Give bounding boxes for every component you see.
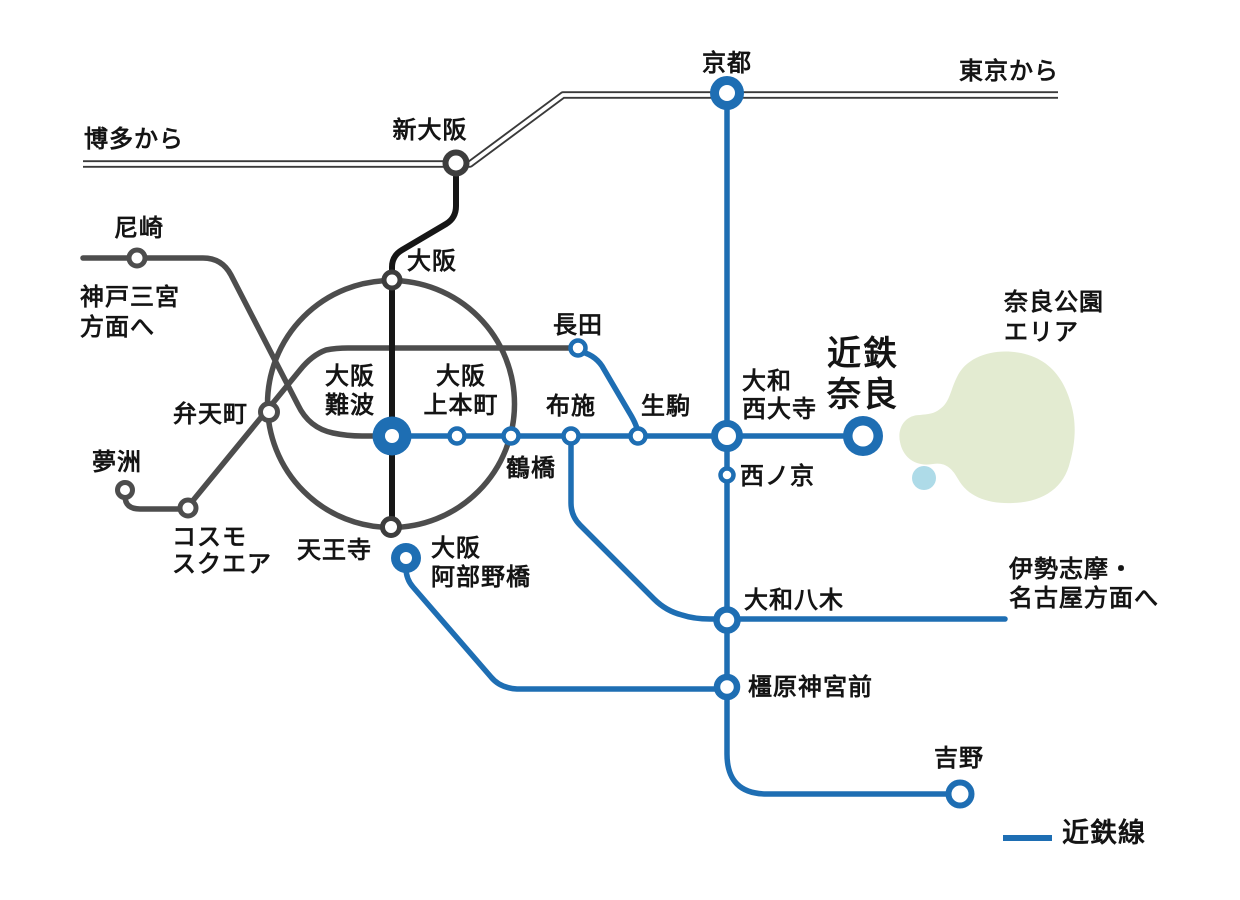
shinkansen-line	[83, 91, 1058, 168]
station-label-bentencho: 弁天町	[173, 400, 248, 428]
fuse-station-marker	[561, 426, 581, 446]
station-label-osaka: 大阪	[407, 247, 457, 275]
cosmosquare-station-marker	[177, 497, 199, 519]
legend-label-kintetsu-line: 近鉄線	[1062, 818, 1146, 849]
station-label-osaka-namba: 大阪 難波	[325, 362, 375, 419]
station-label-osaka-uehommachi: 大阪 上本町	[423, 362, 499, 419]
hanshin-namba-line	[80, 255, 393, 439]
nishinokyo-station-marker	[718, 466, 736, 484]
osaka-abenobashi-station-marker	[391, 543, 421, 573]
station-label-nishinokyo: 西ノ京	[740, 462, 815, 490]
station-label-kintetsu-nara: 近鉄 奈良	[827, 334, 899, 415]
kintetsu-kyoto-kashihara-yoshino-line	[724, 90, 963, 797]
osaka-station-marker	[381, 269, 403, 291]
station-label-cosmosquare: コスモ スクエア	[172, 523, 272, 578]
kintetsu-nara-station-marker	[843, 416, 883, 456]
kyoto-station-marker	[710, 76, 744, 110]
pond-shape	[912, 466, 936, 490]
direction-label-from-hakata: 博多から	[84, 125, 184, 153]
station-label-nagata: 長田	[553, 311, 603, 339]
osaka-namba-station-marker	[372, 416, 412, 456]
yamato-yagi-station-marker	[713, 606, 741, 634]
tennoji-station-marker	[380, 516, 402, 538]
jr-kyoto-line	[389, 173, 459, 530]
shin-osaka-station-marker	[442, 149, 470, 177]
station-label-tsuruhashi: 鶴橋	[506, 454, 556, 482]
station-label-yoshino: 吉野	[934, 744, 984, 772]
area-label-nara-park: 奈良公園 エリア	[1004, 288, 1104, 346]
station-label-fuse: 布施	[546, 392, 596, 420]
station-label-kyoto: 京都	[702, 49, 752, 77]
station-label-ikoma: 生駒	[641, 392, 691, 420]
station-label-yamato-saidaiji: 大和 西大寺	[742, 367, 817, 423]
metro-chuo-line	[122, 345, 581, 512]
nagata-station-marker	[568, 338, 588, 358]
station-label-tennoji: 天王寺	[297, 536, 372, 564]
bentencho-station-marker	[258, 401, 280, 423]
station-label-osaka-abenobashi: 大阪 阿部野橋	[431, 534, 531, 591]
kintetsu-osaka-line-fuse-branch	[568, 433, 730, 622]
station-label-kashihara-jingumae: 橿原神宮前	[748, 673, 873, 701]
station-label-amagasaki: 尼崎	[114, 214, 164, 242]
nara-park-area-shape	[899, 351, 1075, 504]
ikoma-station-marker	[628, 426, 648, 446]
station-label-yamato-yagi: 大和八木	[744, 586, 844, 614]
osaka-uehommachi-station-marker	[447, 426, 467, 446]
yoshino-station-marker	[945, 779, 975, 809]
direction-label-from-tokyo: 東京から	[959, 57, 1059, 85]
kashihara-jingumae-station-marker	[713, 673, 741, 701]
station-label-shin-osaka: 新大阪	[392, 116, 468, 144]
amagasaki-station-marker	[126, 247, 148, 269]
direction-label-ise-nagoya: 伊勢志摩・ 名古屋方面へ	[1009, 555, 1159, 612]
yamato-saidaiji-station-marker	[711, 420, 743, 452]
direction-label-kobe-sannomiya: 神戸三宮 方面へ	[80, 283, 180, 341]
yumeshima-station-marker	[115, 480, 135, 500]
station-label-yumeshima: 夢洲	[92, 448, 142, 476]
kintetsu-minami-osaka-line	[403, 565, 730, 692]
tsuruhashi-station-marker	[501, 426, 521, 446]
